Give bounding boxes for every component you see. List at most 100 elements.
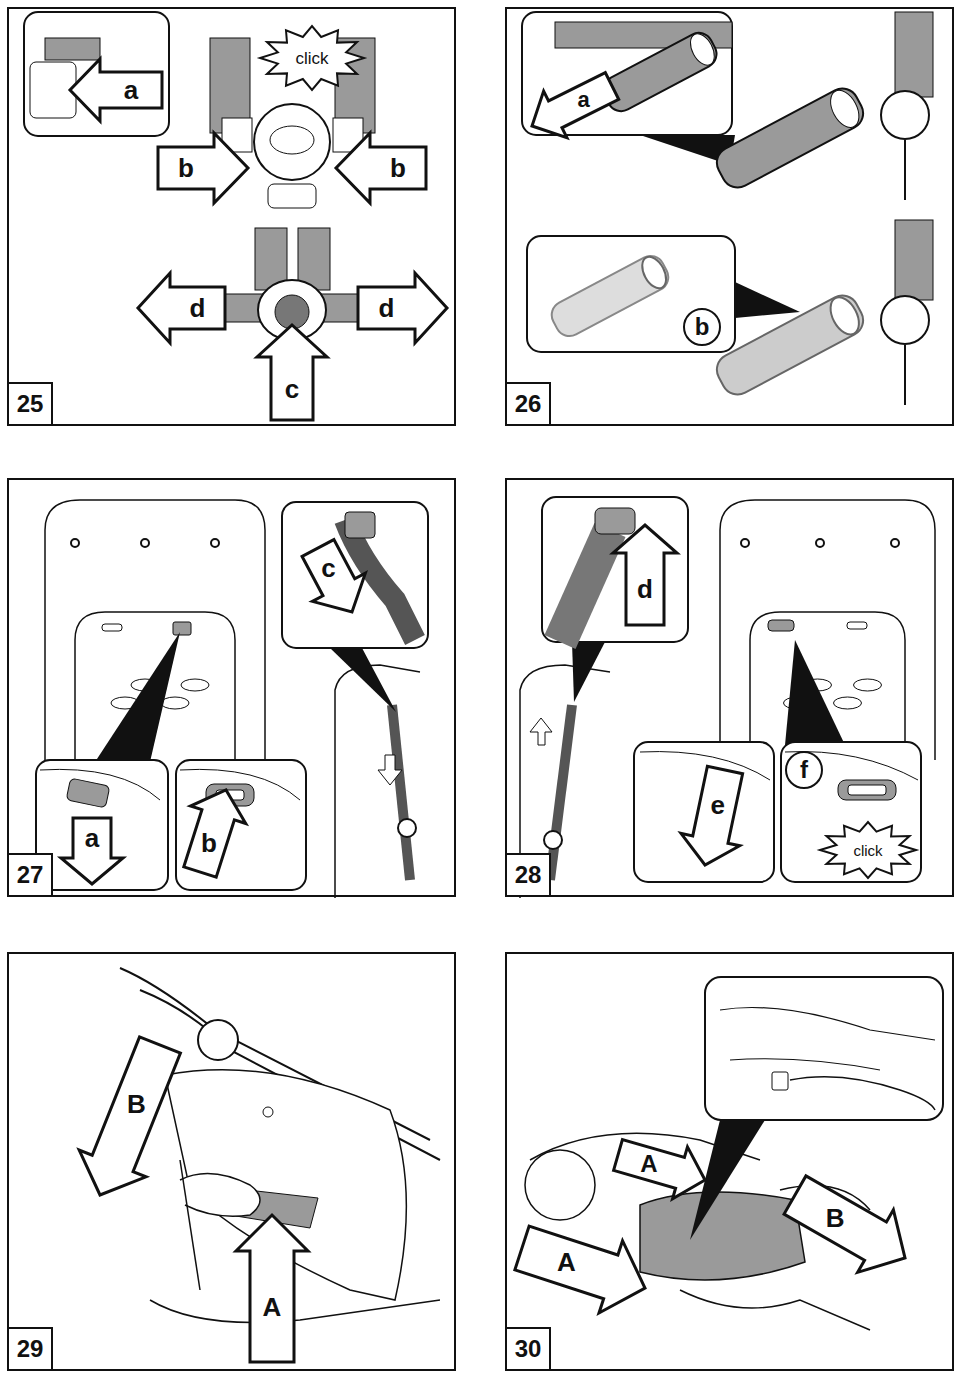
- pad-ring: [825, 293, 865, 340]
- shoulder-pad: [599, 28, 722, 116]
- harness-strap: [560, 530, 610, 642]
- panel-frame: [8, 8, 455, 425]
- block-arrow: [336, 133, 426, 203]
- click-burst: [820, 822, 916, 878]
- leader-wedge: [330, 648, 396, 712]
- small-arrow: [378, 755, 402, 785]
- step-letter: A: [557, 1249, 576, 1275]
- shoulder-pad: [711, 83, 868, 193]
- click-burst: [260, 26, 364, 90]
- inset-box: [781, 742, 921, 882]
- block-arrow: [358, 273, 447, 343]
- block-arrow: [614, 1140, 705, 1199]
- small-arrow: [530, 718, 552, 745]
- inset-box: [36, 760, 168, 890]
- step-number: 30: [515, 1337, 542, 1361]
- strap-slot: [102, 624, 122, 631]
- inset-box: [705, 977, 943, 1120]
- step-letter: B: [826, 1205, 845, 1231]
- rivet: [891, 539, 899, 547]
- step-number: 26: [515, 392, 542, 416]
- vent-hole: [854, 679, 882, 691]
- vent-hole: [181, 679, 209, 691]
- step-letter: a: [85, 825, 99, 851]
- step-letter: b: [201, 830, 217, 856]
- buckle-tongue: [45, 38, 100, 60]
- step-number-box: [506, 854, 550, 896]
- inset-box: [176, 760, 306, 890]
- inset-box: [634, 742, 774, 882]
- hand: [680, 1290, 870, 1330]
- step-number: 27: [17, 863, 44, 887]
- seat-cushion: [640, 1192, 805, 1280]
- strap-adjuster: [544, 831, 562, 849]
- step-letter: A: [263, 1294, 282, 1320]
- inset-box: [542, 497, 688, 642]
- rivet: [141, 539, 149, 547]
- stroller-frame: [180, 1160, 200, 1290]
- step-letter: b: [178, 155, 194, 181]
- block-arrow: [138, 273, 225, 343]
- panel-frame: [8, 479, 455, 896]
- strap-slot: [847, 622, 867, 629]
- panel-frame: [506, 479, 953, 896]
- harness-strap: [895, 220, 933, 300]
- step-letter: d: [190, 295, 206, 321]
- block-arrow: [184, 790, 246, 877]
- rivet: [263, 1107, 273, 1117]
- step-letter: c: [285, 376, 299, 402]
- seat-edge: [720, 1008, 935, 1041]
- strap-tab: [345, 512, 375, 538]
- block-arrow: [236, 1215, 308, 1362]
- inset-box: [282, 502, 428, 648]
- vent-hole: [834, 697, 862, 709]
- step-letter: B: [127, 1091, 146, 1117]
- strap-slot: [838, 780, 896, 800]
- seat-side: [335, 665, 420, 898]
- seat-panel: [750, 612, 905, 760]
- wheel: [525, 1150, 595, 1220]
- step-number: 29: [17, 1337, 44, 1361]
- inset-box: [24, 12, 169, 136]
- step-letter: d: [379, 295, 395, 321]
- block-arrow: [302, 540, 365, 612]
- panel-frame: [8, 953, 455, 1370]
- shoulder-pad: [711, 83, 868, 193]
- rivet: [71, 539, 79, 547]
- shoulder-pad: [547, 251, 673, 341]
- harness-strap: [895, 12, 933, 97]
- step-number-box: [506, 383, 550, 425]
- strap-adjuster: [398, 819, 416, 837]
- leader-wedge: [572, 642, 605, 702]
- letter-circle: [786, 752, 822, 788]
- step-number-box: [8, 383, 52, 425]
- frame-tube: [904, 140, 906, 200]
- harness-strap: [392, 705, 410, 880]
- step-letter: f: [800, 758, 808, 782]
- panel-frame: [506, 8, 953, 425]
- seat-back: [720, 500, 935, 760]
- rivet: [741, 539, 749, 547]
- sound-label: click: [853, 843, 882, 858]
- block-arrow: [79, 1037, 180, 1195]
- pad-ring: [637, 253, 671, 292]
- release-clip: [772, 1072, 788, 1090]
- step-letter: c: [321, 555, 335, 581]
- step-letter: A: [640, 1152, 657, 1176]
- step-number-box: [8, 854, 52, 896]
- rivet: [816, 539, 824, 547]
- strap-tab: [66, 778, 110, 808]
- harness-strap: [550, 705, 572, 880]
- step-number-box: [506, 1328, 550, 1370]
- vent-hole: [161, 697, 189, 709]
- crotch-strap-loop: [268, 184, 316, 208]
- strap-tab: [595, 508, 635, 534]
- buckle-slot: [270, 126, 314, 154]
- shoulder-pad: [599, 28, 722, 116]
- step-number: 25: [17, 392, 44, 416]
- buckle-body: [254, 104, 330, 180]
- step-number: 28: [515, 863, 542, 887]
- step-letter: e: [710, 792, 724, 818]
